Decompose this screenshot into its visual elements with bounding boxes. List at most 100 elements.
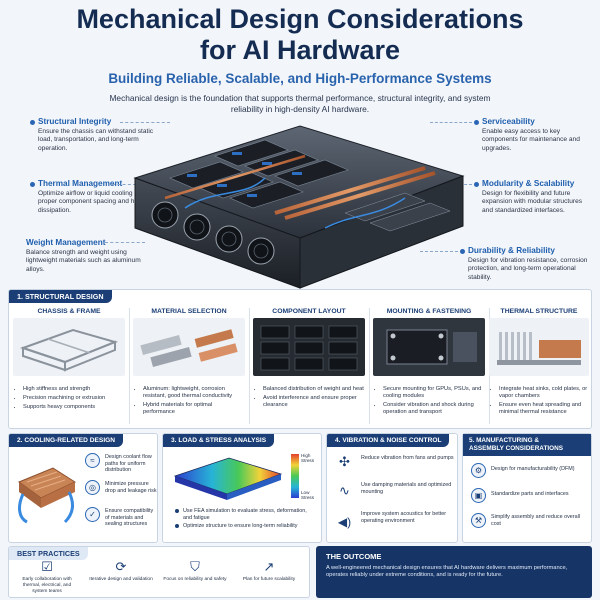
callout-structural-integrity: Structural Integrity Ensure the chassis … [38, 117, 166, 153]
flow-icon: ≈ [85, 453, 100, 468]
intro-text: Mechanical design is the foundation that… [109, 93, 491, 114]
column-title: MOUNTING & FASTENING [386, 308, 472, 315]
page-subtitle: Building Reliable, Scalable, and High-Pe… [108, 71, 492, 86]
bullet-dot [474, 182, 479, 187]
bullet: Secure mounting for GPUs, PSUs, and cool… [383, 386, 485, 400]
column-title: THERMAL STRUCTURE [500, 308, 578, 315]
fea-stress-image [173, 457, 283, 500]
bullet: Precision machining or extrusion [23, 395, 125, 402]
leader-line [430, 122, 472, 123]
callout-title: Durability & Reliability [468, 246, 555, 255]
gear-icon: ⚙ [471, 463, 486, 478]
bullet-dot [175, 524, 179, 528]
fan-icon: ✣ [339, 453, 350, 469]
callout-serviceability: Serviceability Enable easy access to key… [482, 117, 594, 153]
bullet: Hybrid materials for optimal performance [143, 402, 245, 416]
best-practice-text: Focus on reliability and safety [163, 577, 227, 582]
bullet: Integrate heat sinks, cold plates, or va… [499, 386, 589, 400]
callout-title: Modularity & Scalability [482, 179, 575, 188]
outcome-text: A well-engineered mechanical design ensu… [326, 565, 568, 579]
leader-line [112, 184, 152, 185]
cooling-item: Ensure compatibility of materials and se… [105, 508, 154, 528]
cooling-item: Minimize pressure drop and leakage risk [105, 481, 157, 494]
bullet-dot [30, 182, 35, 187]
cooling-section: 2. COOLING-RELATED DESIGN ≈ Design coola… [8, 433, 158, 543]
section-heading: 1. STRUCTURAL DESIGN [9, 290, 112, 303]
callout-text: Enable easy access to key components for… [482, 128, 580, 152]
seal-icon: ✓ [85, 507, 100, 522]
divider [249, 308, 250, 424]
stress-legend-bar [291, 454, 299, 498]
manufacturing-item: Design for manufacturability (DFM) [491, 466, 575, 472]
bullet: Aluminum: lightweight, corrosion resista… [143, 386, 245, 400]
callout-title: Serviceability [482, 117, 535, 126]
legend-high-label: High Stress [301, 453, 315, 464]
section-heading: 4. VIBRATION & NOISE CONTROL [327, 434, 450, 447]
page-title: Mechanical Design Considerations for AI … [0, 4, 600, 66]
bullet-dot [474, 120, 479, 125]
best-practice-item: ⟳ Iterative design and validation [89, 559, 153, 583]
best-practice-item: ☑ Early collaboration with thermal, elec… [15, 559, 79, 594]
callout-durability: Durability & Reliability Design for vibr… [468, 246, 594, 282]
structural-design-section: 1. STRUCTURAL DESIGN CHASSIS & FRAME Hig… [8, 289, 592, 429]
callout-text: Balance strength and weight using lightw… [26, 249, 141, 273]
vibration-item: Reduce vibration from fans and pumps [361, 455, 454, 461]
checklist-icon: ☑ [41, 559, 53, 574]
cold-plate-image [17, 467, 77, 524]
callout-title: Weight Management [26, 238, 106, 247]
column-thermal-structure: THERMAL STRUCTURE Integrate heat sinks, … [489, 308, 589, 418]
title-line-2: for AI Hardware [199, 35, 401, 65]
heading-line-1: 5. MANUFACTURING & [469, 437, 539, 444]
bullet: Supports heavy components [23, 404, 125, 411]
callout-text: Design for vibration resistance, corrosi… [468, 257, 588, 281]
manufacturing-section: 5. MANUFACTURING & ASSEMBLY CONSIDERATIO… [462, 433, 592, 543]
legend-low-label: Low Stress [301, 490, 315, 501]
server-chassis-illustration [133, 125, 465, 289]
shield-icon: ⛉ [190, 559, 200, 574]
callout-text: Ensure the chassis can withstand static … [38, 128, 154, 152]
assembly-icon: ⚒ [471, 513, 486, 528]
parts-icon: ▣ [471, 488, 486, 503]
column-mounting-fastening: MOUNTING & FASTENING Secure mounting for… [373, 308, 485, 418]
best-practice-text: Early collaboration with thermal, electr… [22, 577, 72, 594]
callout-title: Structural Integrity [38, 117, 112, 126]
waveform-icon: ∿ [339, 482, 350, 498]
cooling-item: Design coolant flow paths for uniform di… [105, 454, 152, 474]
vibration-item: Improve system acoustics for better oper… [361, 511, 447, 524]
leader-line [420, 251, 458, 252]
pressure-icon: ◎ [85, 480, 100, 495]
title-line-1: Mechanical Design Considerations [76, 4, 524, 34]
best-practice-text: Plan for future scalability [242, 577, 296, 582]
heat-sink-image [489, 318, 589, 376]
speaker-icon: ◀) [337, 514, 352, 529]
column-component-layout: COMPONENT LAYOUT Balanced distribution o… [253, 308, 365, 411]
callout-text: Design for flexibility and future expans… [482, 190, 583, 214]
best-practices-section: BEST PRACTICES ☑ Early collaboration wit… [8, 546, 310, 598]
manufacturing-item: Standardize parts and interfaces [491, 491, 569, 497]
bullet: Balanced distribution of weight and heat [263, 386, 365, 393]
outcome-heading: THE OUTCOME [326, 552, 382, 561]
callout-text: Optimize airflow or liquid cooling paths… [38, 190, 165, 214]
manufacturing-item: Simplify assembly and reduce overall cos… [491, 514, 580, 527]
section-heading: BEST PRACTICES [9, 547, 88, 560]
column-material-selection: MATERIAL SELECTION Aluminum: lightweight… [133, 308, 245, 418]
load-item: Use FEA simulation to evaluate stress, d… [183, 508, 307, 521]
heading-line-2: ASSEMBLY CONSIDERATIONS [469, 445, 563, 452]
bullet: Avoid interference and ensure proper cle… [263, 395, 365, 409]
callout-modularity: Modularity & Scalability Design for flex… [482, 179, 594, 215]
callout-thermal-management: Thermal Management Optimize airflow or l… [38, 179, 166, 215]
bullet: Ensure even heat spreading and minimal t… [499, 402, 589, 416]
best-practice-text: Iterative design and validation [89, 577, 153, 582]
material-profiles-image [133, 318, 245, 376]
divider [129, 308, 130, 424]
load-stress-section: 3. LOAD & STRESS ANALYSIS High Stress Lo… [162, 433, 322, 543]
column-title: MATERIAL SELECTION [151, 308, 227, 315]
column-chassis-frame: CHASSIS & FRAME High stiffness and stren… [13, 308, 125, 413]
best-practice-item: ↗ Plan for future scalability [237, 559, 301, 583]
callout-title: Thermal Management [38, 179, 123, 188]
bullet-dot [30, 120, 35, 125]
section-heading: 3. LOAD & STRESS ANALYSIS [163, 434, 275, 447]
bullet: High stiffness and strength [23, 386, 125, 393]
outcome-panel: THE OUTCOME A well-engineered mechanical… [316, 546, 592, 598]
vibration-noise-section: 4. VIBRATION & NOISE CONTROL ✣ Reduce vi… [326, 433, 458, 543]
